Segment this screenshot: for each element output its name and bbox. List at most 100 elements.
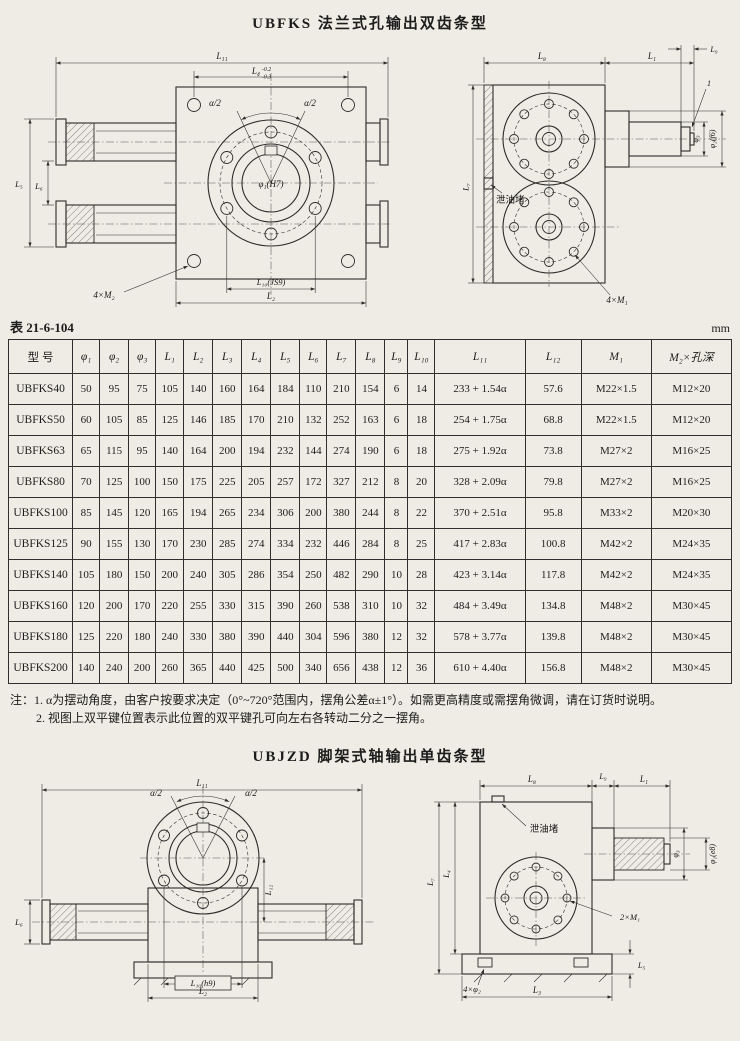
spec-cell: 446	[326, 528, 357, 560]
dimensions: L₈ L₁ L₉ 1 泄油堵 L₇ φ₃	[462, 45, 726, 305]
dim-L5-label: L₅	[637, 961, 645, 970]
spec-cell: M33×2	[580, 497, 652, 529]
spec-cell: 200	[299, 497, 328, 529]
spec-cell: 6	[384, 373, 409, 405]
spec-cell: 255	[183, 590, 214, 622]
spec-cell: 244	[355, 497, 386, 529]
spec-cell: 160	[212, 373, 243, 405]
dim-angle-right-label: α/2	[245, 788, 257, 798]
dim-L6-label: L₆	[14, 917, 23, 927]
spec-cell: M48×2	[580, 652, 652, 684]
spec-cell: 130	[128, 528, 157, 560]
dim-L3-label: L₃	[532, 985, 541, 995]
spec-cell: 330	[212, 590, 243, 622]
spec-cell: 205	[241, 466, 272, 498]
spec-cell: 425	[241, 652, 272, 684]
dim-L7-label: L₇	[425, 878, 435, 887]
spec-cell: 150	[155, 466, 185, 498]
spec-cell: 274	[326, 435, 357, 467]
spec-cell: 212	[355, 466, 386, 498]
spec-cell: 105	[155, 373, 185, 405]
spec-cell: 232	[299, 528, 328, 560]
spec-cell: 150	[128, 559, 157, 591]
spec-cell: 233 + 1.54α	[434, 373, 526, 405]
spec-cell: 85	[72, 497, 101, 529]
model-cell: UBFKS80	[7, 466, 74, 498]
spec-cell: 304	[299, 621, 328, 653]
model-cell: UBFKS100	[7, 497, 74, 529]
spec-cell: 125	[99, 466, 130, 498]
spec-cell: 6	[384, 435, 409, 467]
spec-cell: 340	[299, 652, 328, 684]
spec-cell: 438	[355, 652, 386, 684]
dim-phi2-label: φ₂(f6)	[708, 129, 717, 148]
spec-cell: 105	[99, 404, 130, 436]
spec-cell: 10	[384, 559, 409, 591]
spec-cell: 184	[270, 373, 301, 405]
spec-cell: M12×20	[650, 404, 733, 436]
spec-cell: 390	[270, 590, 301, 622]
model-cell: UBFKS180	[7, 621, 74, 653]
note-line-1: 注：1. α为摆动角度，由客户按要求决定（0°~720°范围内，摆角公差α±1°…	[10, 693, 663, 707]
dim-angle-right-label: α/2	[304, 98, 316, 108]
spec-cell: 240	[155, 621, 185, 653]
spec-cell: M16×25	[650, 466, 733, 498]
spec-cell: 36	[407, 652, 436, 684]
spec-cell: 380	[326, 497, 357, 529]
ubjzd-drawings: L₁₁ α/2 α/2 L₁₂ L₆ L₁₀(h9)	[8, 770, 732, 1005]
spec-cell: 134.8	[524, 590, 582, 622]
spec-cell: 180	[99, 559, 130, 591]
spec-cell: M20×30	[650, 497, 733, 529]
spec-cell: 260	[155, 652, 185, 684]
spec-cell: 95	[99, 373, 130, 405]
spec-cell: 139.8	[524, 621, 582, 653]
spec-cell: 440	[270, 621, 301, 653]
spec-cell: 306	[270, 497, 301, 529]
thread-M1-label: 2×M₁	[620, 912, 640, 922]
spec-cell: 140	[183, 373, 214, 405]
page-title-top: UBFKS 法兰式孔输出双齿条型	[252, 16, 488, 32]
spec-cell: 220	[155, 590, 185, 622]
keyway	[196, 822, 210, 833]
spec-cell: 596	[326, 621, 357, 653]
spec-cell: 334	[270, 528, 301, 560]
spec-cell: M48×2	[580, 590, 652, 622]
dim-L9-label: L₉	[709, 45, 717, 54]
unit-label: mm	[711, 321, 730, 335]
column-header: L₄	[241, 339, 272, 374]
spec-cell: 254 + 1.75α	[434, 404, 526, 436]
spec-cell: 8	[384, 497, 409, 529]
column-header: L₉	[384, 339, 409, 374]
spec-cell: 25	[407, 528, 436, 560]
thread-M1-label: 4×M₁	[606, 295, 627, 305]
spec-cell: 310	[355, 590, 386, 622]
model-cell: UBFKS160	[7, 590, 74, 622]
spec-cell: 115	[99, 435, 130, 467]
spec-cell: 232	[270, 435, 301, 467]
spec-cell: 328 + 2.09α	[434, 466, 526, 498]
dimensions: L₁₁ L₄ -0.2 -0.3 α/2 α/2 φ₁(H7) L₁₀(JS9)	[14, 51, 389, 307]
spec-cell: 100	[128, 466, 157, 498]
spec-cell: M42×2	[580, 528, 652, 560]
model-cell: UBFKS40	[7, 373, 74, 405]
ubfks-side-view-drawing: L₈ L₁ L₉ 1 泄油堵 L₇ φ₃	[462, 45, 726, 305]
spec-cell: 125	[72, 621, 101, 653]
dim-bore-label: φ₁(H7)	[258, 179, 283, 189]
spec-cell: 274	[241, 528, 272, 560]
spec-cell: M22×1.5	[580, 404, 652, 436]
column-header: L₂	[183, 339, 214, 374]
oil-plug	[491, 795, 505, 803]
spec-cell: 145	[99, 497, 130, 529]
column-header: φ₂	[99, 339, 130, 374]
dimensions: L₈ L₉ L₁ 泄油堵 φ₃ φ₁(e8) L₇	[425, 772, 717, 1001]
spec-cell: 500	[270, 652, 301, 684]
dim-L2-label: L₂	[198, 986, 207, 996]
spec-cell: 110	[299, 373, 328, 405]
column-header: 型 号	[7, 339, 74, 374]
